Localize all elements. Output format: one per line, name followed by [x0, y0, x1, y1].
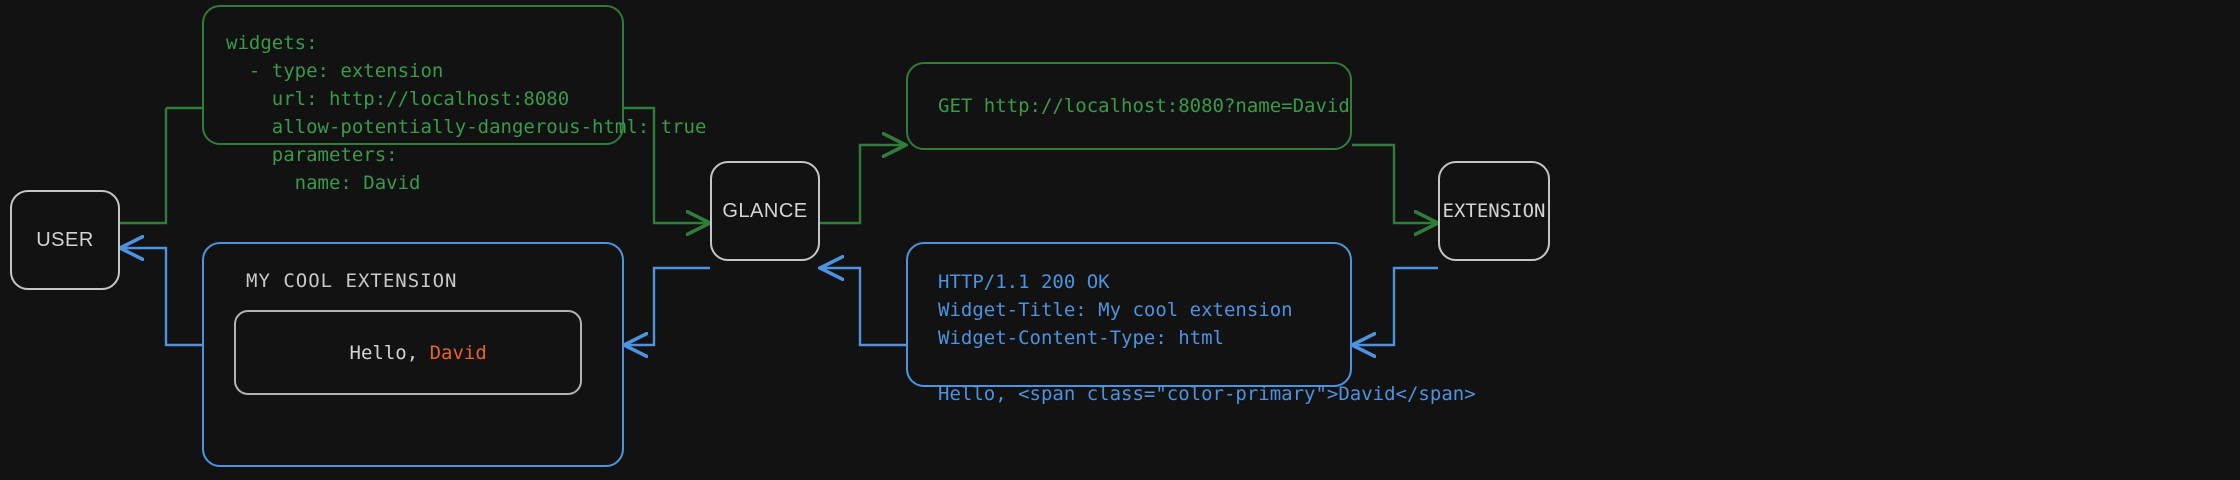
edge-request-to-extension [1352, 143, 1438, 223]
widget-preview-card: Hello, David [234, 310, 582, 395]
response-text: HTTP/1.1 200 OK Widget-Title: My cool ex… [938, 271, 1476, 405]
node-user[interactable]: USER [10, 190, 120, 290]
panel-widget-config: widgets: - type: extension url: http://l… [202, 5, 706, 194]
node-glance-label: GLANCE [722, 199, 808, 222]
panel-http-response: HTTP/1.1 200 OK Widget-Title: My cool ex… [906, 242, 1476, 405]
node-extension[interactable]: EXTENSION [1438, 161, 1550, 261]
panel-http-request: GET http://localhost:8080?name=David [906, 62, 1352, 150]
widget-preview-greeting: Hello, David [258, 320, 487, 386]
edge-extension-to-response [1352, 266, 1438, 345]
greeting-name: David [429, 341, 487, 364]
panel-widget-preview: MY COOL EXTENSION Hello, David [202, 242, 624, 467]
node-user-label: USER [36, 228, 94, 251]
edge-response-to-glance [820, 268, 906, 347]
greeting-prefix: Hello, [349, 341, 430, 364]
edge-user-to-config [120, 108, 168, 225]
edge-glance-to-widget [624, 266, 710, 345]
widget-preview-title: MY COOL EXTENSION [246, 270, 458, 292]
edge-glance-to-request [820, 145, 906, 225]
node-extension-label: EXTENSION [1442, 200, 1546, 222]
config-yaml-text: widgets: - type: extension url: http://l… [226, 32, 707, 194]
request-text: GET http://localhost:8080?name=David [938, 95, 1350, 117]
node-glance[interactable]: GLANCE [710, 161, 820, 261]
